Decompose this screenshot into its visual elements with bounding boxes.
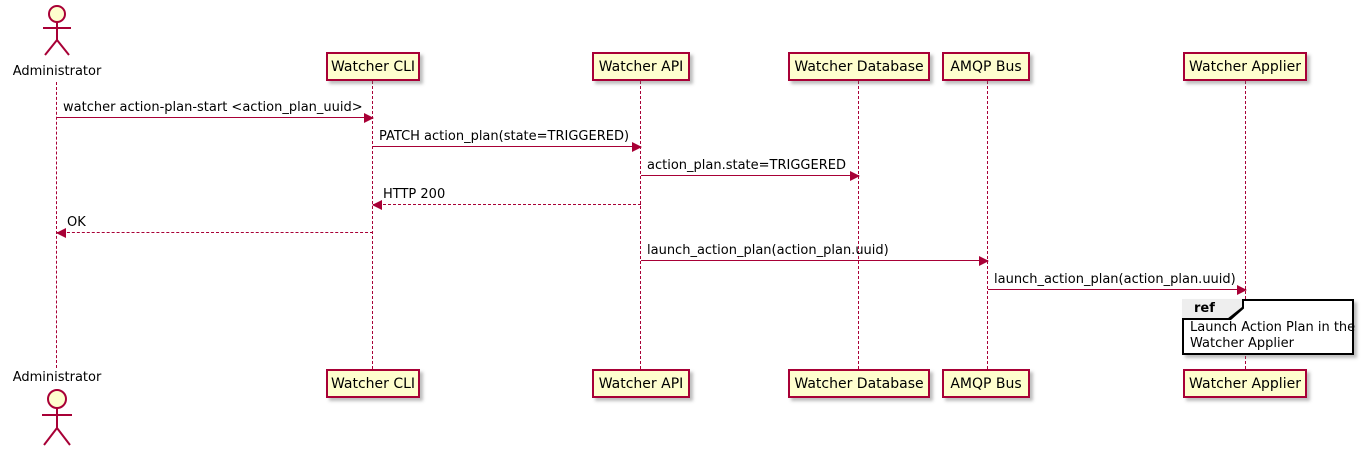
lifeline-watcher-cli xyxy=(372,81,373,369)
message-patch-action-plan: PATCH action_plan(state=TRIGGERED) xyxy=(373,127,642,152)
message-label: launch_action_plan(action_plan.uuid) xyxy=(994,272,1236,287)
message-action-plan-start: watcher action-plan-start <action_plan_u… xyxy=(57,98,374,123)
lifeline-watcher-api xyxy=(640,81,641,369)
message-line xyxy=(988,289,1246,290)
arrowhead-left-icon xyxy=(56,228,66,238)
message-http-200: HTTP 200 xyxy=(372,185,641,210)
message-label: PATCH action_plan(state=TRIGGERED) xyxy=(379,129,630,144)
lifeline-amqp-bus xyxy=(987,81,988,369)
participant-amqp-bus-top: AMQP Bus xyxy=(942,52,1030,81)
arrowhead-right-icon xyxy=(979,256,989,266)
ref-tab-icon: ref xyxy=(1182,299,1244,320)
message-label: action_plan.state=TRIGGERED xyxy=(647,158,846,173)
lifeline-watcher-applier xyxy=(1245,81,1246,369)
message-line-dashed xyxy=(373,204,641,205)
participant-watcher-database-bottom: Watcher Database xyxy=(788,369,930,398)
message-line-dashed xyxy=(57,232,373,233)
arrowhead-right-icon xyxy=(850,171,860,181)
message-launch-action-plan-applier: launch_action_plan(action_plan.uuid) xyxy=(988,270,1247,295)
message-ok: OK xyxy=(56,213,373,238)
message-line xyxy=(57,117,373,118)
ref-keyword: ref xyxy=(1194,301,1215,316)
lifeline-watcher-database xyxy=(858,81,859,369)
participant-amqp-bus-bottom: AMQP Bus xyxy=(942,369,1030,398)
arrowhead-right-icon xyxy=(632,142,642,152)
message-label: watcher action-plan-start <action_plan_u… xyxy=(63,100,363,115)
lifeline-administrator xyxy=(56,82,57,368)
actor-label-bottom: Administrator xyxy=(12,370,102,385)
participant-watcher-applier-bottom: Watcher Applier xyxy=(1183,369,1307,398)
message-label: OK xyxy=(67,215,86,230)
message-label: HTTP 200 xyxy=(383,187,446,202)
message-label: launch_action_plan(action_plan.uuid) xyxy=(647,243,889,258)
message-line xyxy=(641,260,988,261)
participant-watcher-database-top: Watcher Database xyxy=(788,52,930,81)
participant-watcher-api-top: Watcher API xyxy=(592,52,690,81)
actor-icon-top xyxy=(43,5,71,56)
ref-text: Launch Action Plan in the Watcher Applie… xyxy=(1190,320,1355,352)
message-launch-action-plan-amqp: launch_action_plan(action_plan.uuid) xyxy=(641,241,989,266)
ref-text-line1: Launch Action Plan in the xyxy=(1190,320,1356,335)
actor-icon-bottom xyxy=(42,389,72,446)
arrowhead-left-icon xyxy=(372,200,382,210)
arrowhead-right-icon xyxy=(1237,285,1247,295)
participant-watcher-cli-top: Watcher CLI xyxy=(326,52,420,81)
participant-watcher-cli-bottom: Watcher CLI xyxy=(326,369,420,398)
ref-text-line2: Watcher Applier xyxy=(1190,336,1294,351)
message-line xyxy=(373,146,641,147)
actor-label-top: Administrator xyxy=(12,64,102,79)
participant-watcher-api-bottom: Watcher API xyxy=(592,369,690,398)
message-line xyxy=(641,175,859,176)
ref-fragment: ref Launch Action Plan in the Watcher Ap… xyxy=(1182,299,1355,355)
participant-watcher-applier-top: Watcher Applier xyxy=(1183,52,1307,81)
arrowhead-right-icon xyxy=(364,113,374,123)
message-state-triggered: action_plan.state=TRIGGERED xyxy=(641,156,860,181)
